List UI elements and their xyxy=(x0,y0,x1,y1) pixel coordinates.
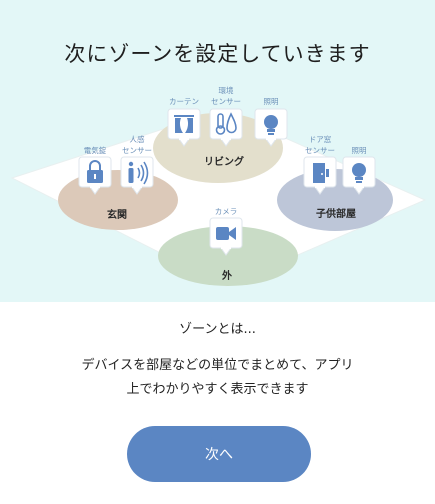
sensor-label-env-1: 環境 xyxy=(219,85,234,95)
motion-sensor-icon xyxy=(120,156,154,195)
zone-entrance xyxy=(58,170,178,230)
sensor-label-curtain: カーテン xyxy=(169,97,199,106)
sensor-label-motion-2: センサー xyxy=(122,146,152,155)
sensor-label-door-2: センサー xyxy=(305,146,335,155)
lock-icon xyxy=(78,156,112,195)
environment-sensor-icon xyxy=(209,108,243,147)
floor-plane xyxy=(10,109,427,287)
sensor-label-camera: カメラ xyxy=(215,207,238,216)
intro-description-line-1: デバイスを部屋などの単位でまとめて、アプリ xyxy=(81,358,354,373)
intro-heading: ゾーンとは... xyxy=(179,322,256,337)
sensor-label-door-1: ドア窓 xyxy=(309,134,332,144)
page-title: 次にゾーンを設定していきます xyxy=(64,42,371,66)
sensor-label-motion-1: 人感 xyxy=(130,134,145,144)
zone-label-living: リビング xyxy=(204,155,244,168)
sensor-label-env-2: センサー xyxy=(211,97,241,106)
sensor-label-light-kids: 照明 xyxy=(352,146,367,155)
sensor-label-lock: 電気錠 xyxy=(84,145,107,155)
light-bulb-icon xyxy=(254,108,288,147)
camera-icon xyxy=(209,217,243,256)
light-bulb-icon xyxy=(342,156,376,195)
next-button[interactable]: 次へ xyxy=(127,426,311,482)
intro-description-line-2: 上でわかりやすく表示できます xyxy=(126,382,309,397)
curtain-icon xyxy=(167,108,201,147)
zone-label-entrance: 玄関 xyxy=(107,208,127,221)
hero-panel: 次にゾーンを設定していきます リビング 玄関 子供部屋 外 カーテン 環境 セン… xyxy=(0,0,435,302)
zone-label-kids-room: 子供部屋 xyxy=(316,207,356,220)
sensor-label-light-living: 照明 xyxy=(264,97,279,106)
zone-diagram: リビング 玄関 子供部屋 外 カーテン 環境 センサー 照明 電気錠 人感 セン… xyxy=(10,85,427,287)
door-sensor-icon xyxy=(303,156,337,195)
zone-outside xyxy=(158,226,298,286)
zone-label-outside: 外 xyxy=(221,269,232,282)
